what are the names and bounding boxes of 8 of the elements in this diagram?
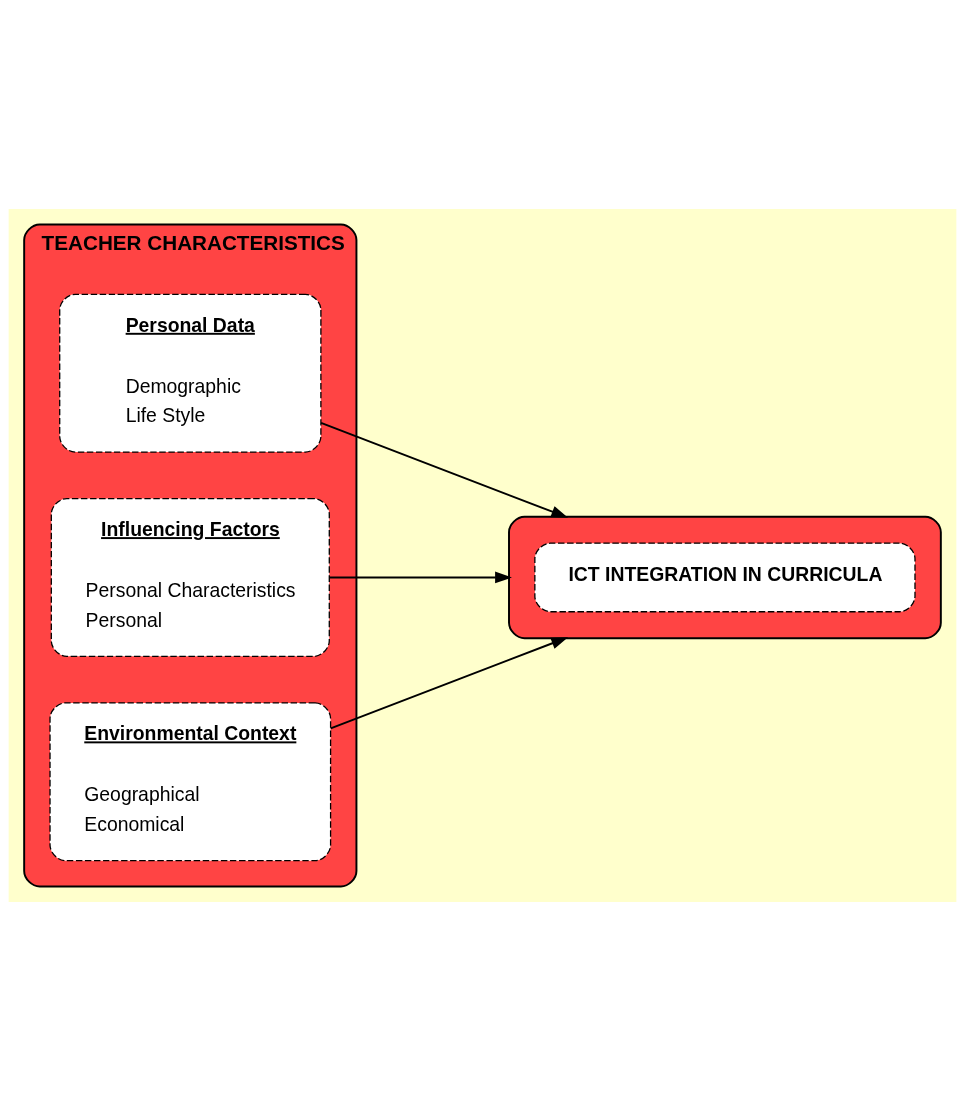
arrow — [329, 637, 569, 730]
node-box: Personal Data Demographic Life Style — [59, 293, 322, 453]
node-box: Influencing Factors Personal Characteristics Personal — [50, 497, 330, 657]
node-box: ICT INTEGRATION IN CURRICULA — [534, 542, 916, 613]
cluster — [508, 515, 942, 640]
node-box: Environmental Context Geographical Economical — [49, 702, 332, 862]
arrow — [320, 421, 569, 518]
arrow — [328, 571, 512, 584]
